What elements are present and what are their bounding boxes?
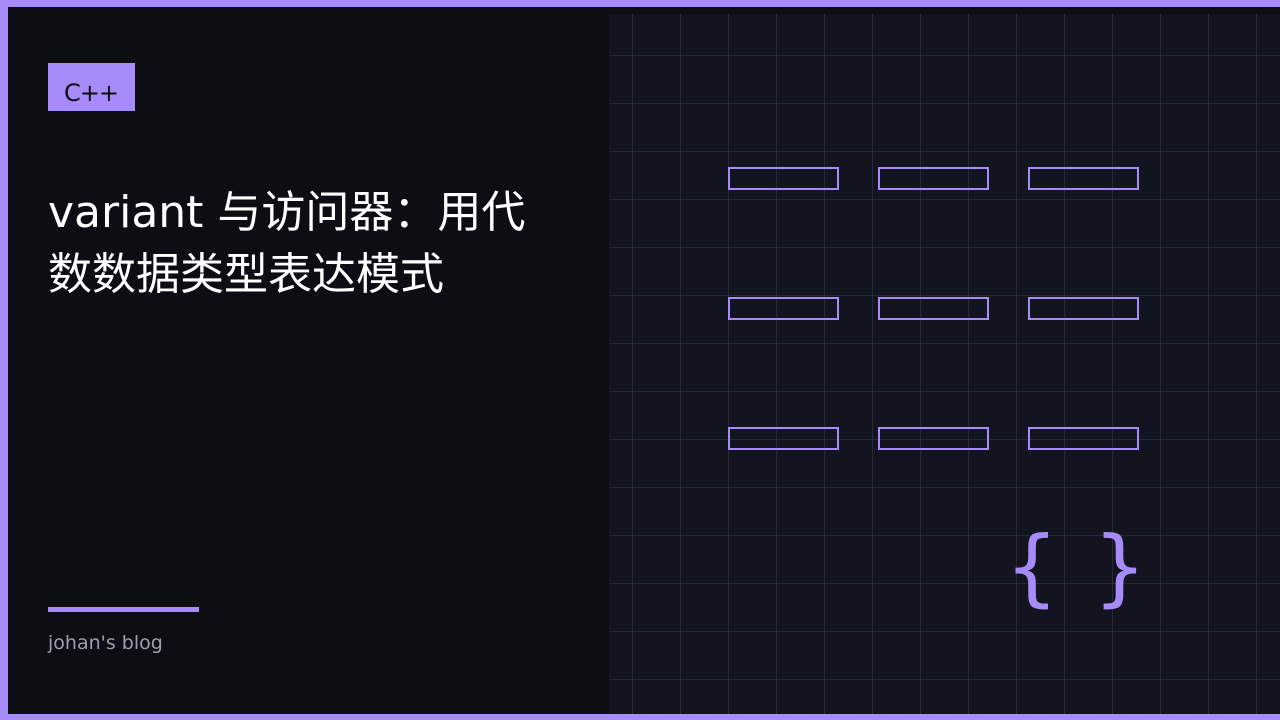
grid-cell-outline xyxy=(878,427,989,450)
grid-cell-outline xyxy=(1028,427,1139,450)
decor-panel: { } xyxy=(609,14,1280,714)
author-label: johan's blog xyxy=(48,632,163,654)
left-panel: C++ variant 与访问器：用代数数据类型表达模式 johan's blo… xyxy=(16,14,609,714)
grid-cell-outline xyxy=(1028,167,1139,190)
language-tag: C++ xyxy=(48,63,135,111)
grid-cell-outline xyxy=(878,167,989,190)
slide-title: variant 与访问器：用代数数据类型表达模式 xyxy=(48,187,526,300)
grid-cell-outline xyxy=(1028,297,1139,320)
grid-cell-outline xyxy=(878,297,989,320)
grid-cell-outline xyxy=(728,297,839,320)
grid-cell-outline xyxy=(728,167,839,190)
braces-icon: { } xyxy=(1005,518,1151,616)
accent-divider xyxy=(48,607,199,612)
grid-cell-outline xyxy=(728,427,839,450)
